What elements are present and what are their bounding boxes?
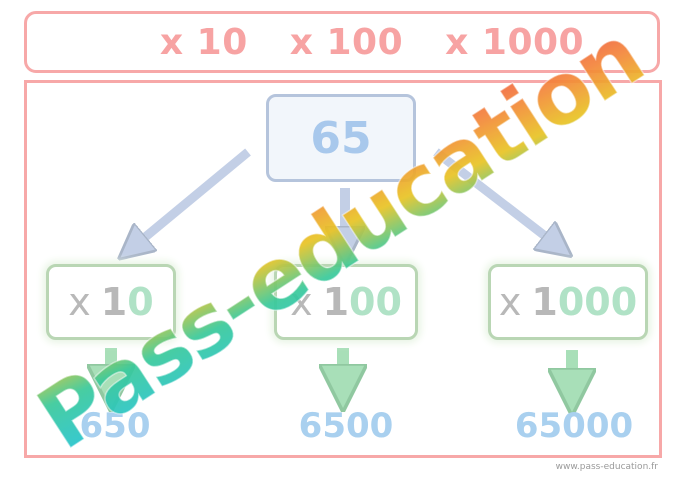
root-number-box: 65 <box>266 94 416 182</box>
watermark-url: www.pass-education.fr <box>555 462 658 472</box>
header-multiplier-10: x 10 <box>159 21 248 63</box>
header-multiplier-1000: x 1000 <box>445 21 585 63</box>
header-multiplier-100: x 100 <box>289 21 404 63</box>
result-x1000: 65000 <box>514 406 634 446</box>
result-x100: 6500 <box>298 406 394 446</box>
root-number: 65 <box>310 112 372 164</box>
result-x10: 650 <box>79 406 151 446</box>
arrow-root-to-x1000 <box>433 148 558 246</box>
diagram-frame <box>24 80 662 458</box>
arrow-root-to-x10 <box>132 148 251 248</box>
multiplier-header: x 10 x 100 x 1000 <box>24 11 660 73</box>
